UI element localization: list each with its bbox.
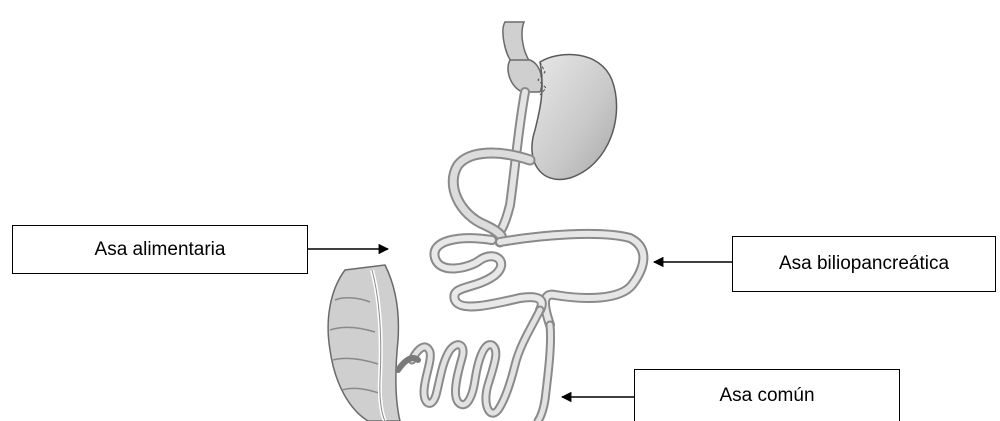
label-asa-biliopancreatica-text: Asa biliopancreática (779, 253, 949, 275)
label-asa-alimentaria-text: Asa alimentaria (95, 239, 226, 261)
remnant-stomach (532, 55, 617, 180)
label-asa-alimentaria: Asa alimentaria (12, 225, 308, 274)
esophagus (503, 22, 530, 62)
label-asa-comun-text: Asa común (719, 385, 814, 407)
colon (328, 265, 418, 421)
biliopancreatic-limb (500, 234, 643, 325)
label-asa-biliopancreatica: Asa biliopancreática (732, 236, 996, 292)
label-asa-comun: Asa común (634, 369, 900, 421)
